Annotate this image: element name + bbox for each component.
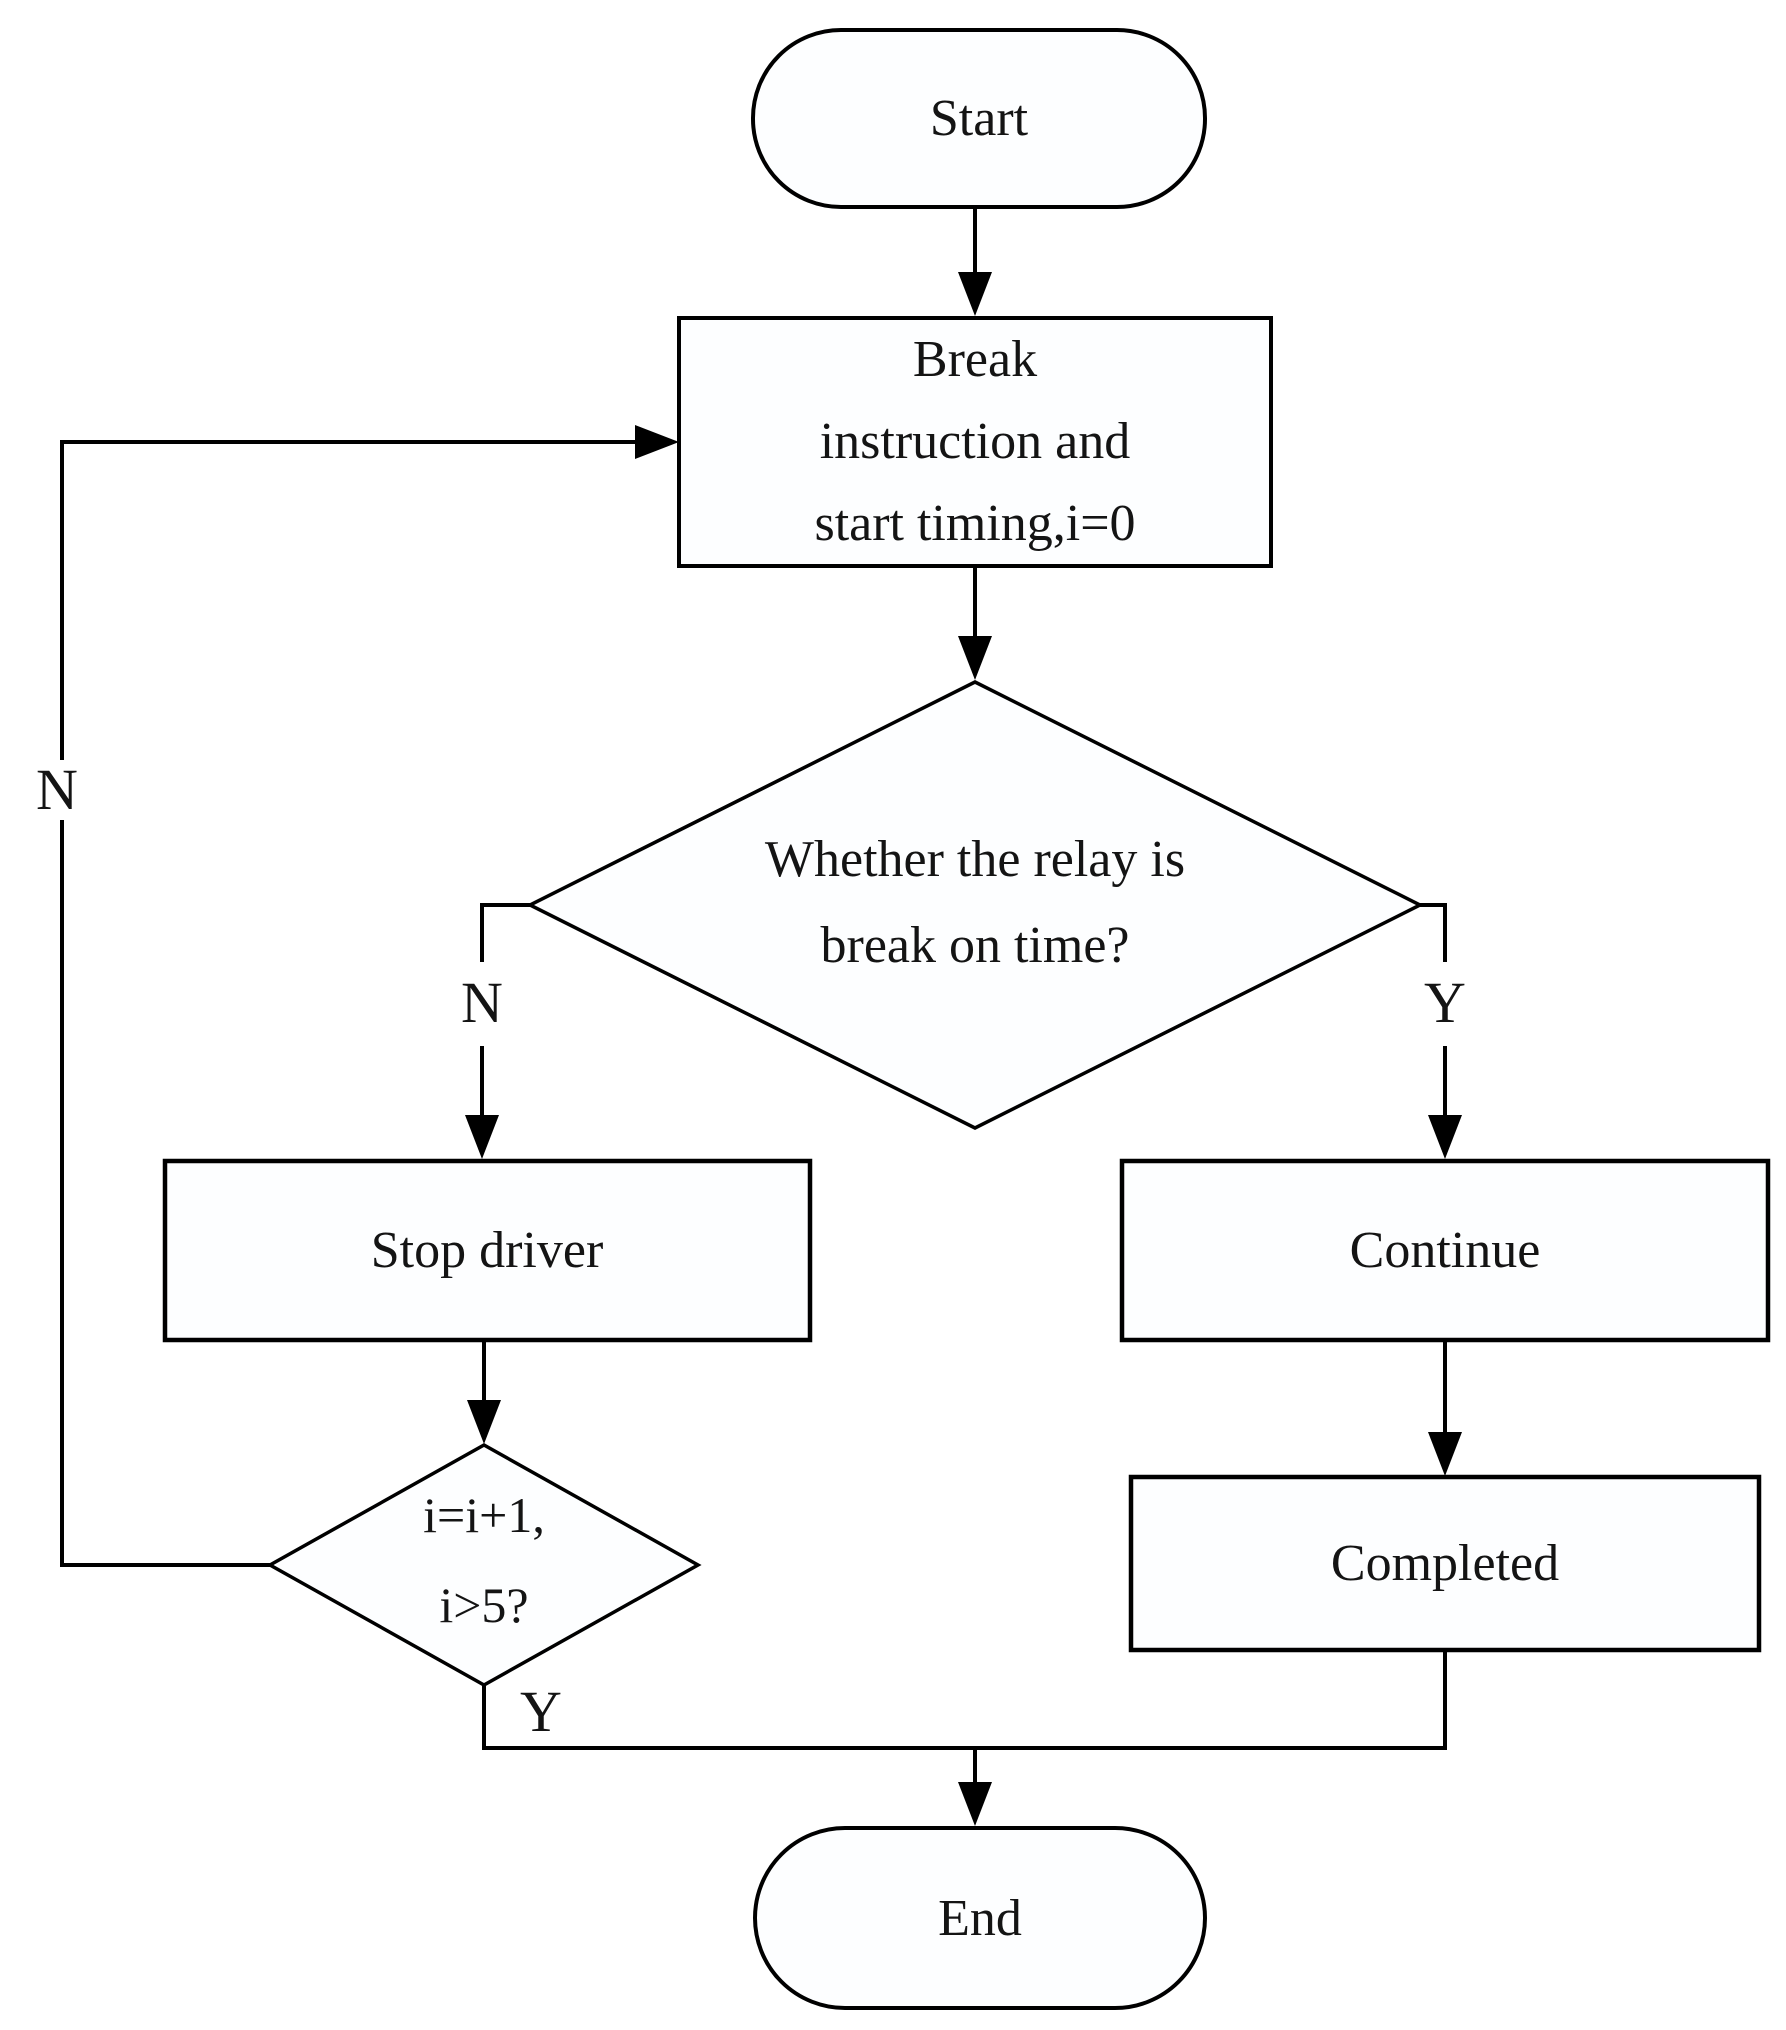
stop-driver-label: Stop driver — [370, 1222, 604, 1279]
loop-no-branch-label: N — [36, 757, 78, 822]
counter-yes-branch-label: Y — [520, 1679, 562, 1744]
continue-process-shape — [1119, 1158, 1771, 1343]
arrowhead-loop-into-break — [635, 425, 679, 459]
counter-decision-shape — [266, 1442, 702, 1688]
arrowhead-decision1-no — [465, 1115, 499, 1159]
completed-process-shape — [1128, 1474, 1762, 1653]
arrowhead-stop-decision2 — [467, 1400, 501, 1444]
arrowhead-start-break — [958, 272, 992, 316]
start-terminator-shape — [751, 28, 1207, 209]
relay-yes-branch-label: Y — [1424, 970, 1466, 1035]
counter-decision-label: i=i+1, i>5? — [423, 1487, 545, 1633]
edge-decision2-no-loop-lower — [60, 820, 270, 1567]
stop-driver-process-shape — [162, 1158, 813, 1343]
arrowhead-merge-end — [958, 1782, 992, 1826]
break-instruction-label: Break instruction and start timing,i=0 — [814, 331, 1136, 552]
relay-decision-label: Whether the relay is break on time? — [764, 831, 1186, 974]
completed-label: Completed — [1330, 1535, 1560, 1592]
arrowhead-break-decision1 — [958, 636, 992, 680]
edge-decision1-no-upper — [480, 903, 530, 962]
continue-label: Continue — [1349, 1222, 1541, 1279]
edge-decision1-yes-upper — [1420, 903, 1447, 962]
end-label: End — [938, 1890, 1022, 1947]
start-label: Start — [929, 90, 1029, 147]
edge-decision2-yes-merge — [482, 1685, 1445, 1750]
end-terminator-shape — [753, 1826, 1207, 2010]
relay-decision-shape — [526, 680, 1424, 1130]
arrowhead-decision1-yes — [1428, 1115, 1462, 1159]
arrowhead-continue-completed — [1428, 1432, 1462, 1476]
edge-decision2-no-loop-upper — [60, 440, 637, 760]
relay-no-branch-label: N — [461, 970, 503, 1035]
break-process-shape — [677, 316, 1273, 568]
